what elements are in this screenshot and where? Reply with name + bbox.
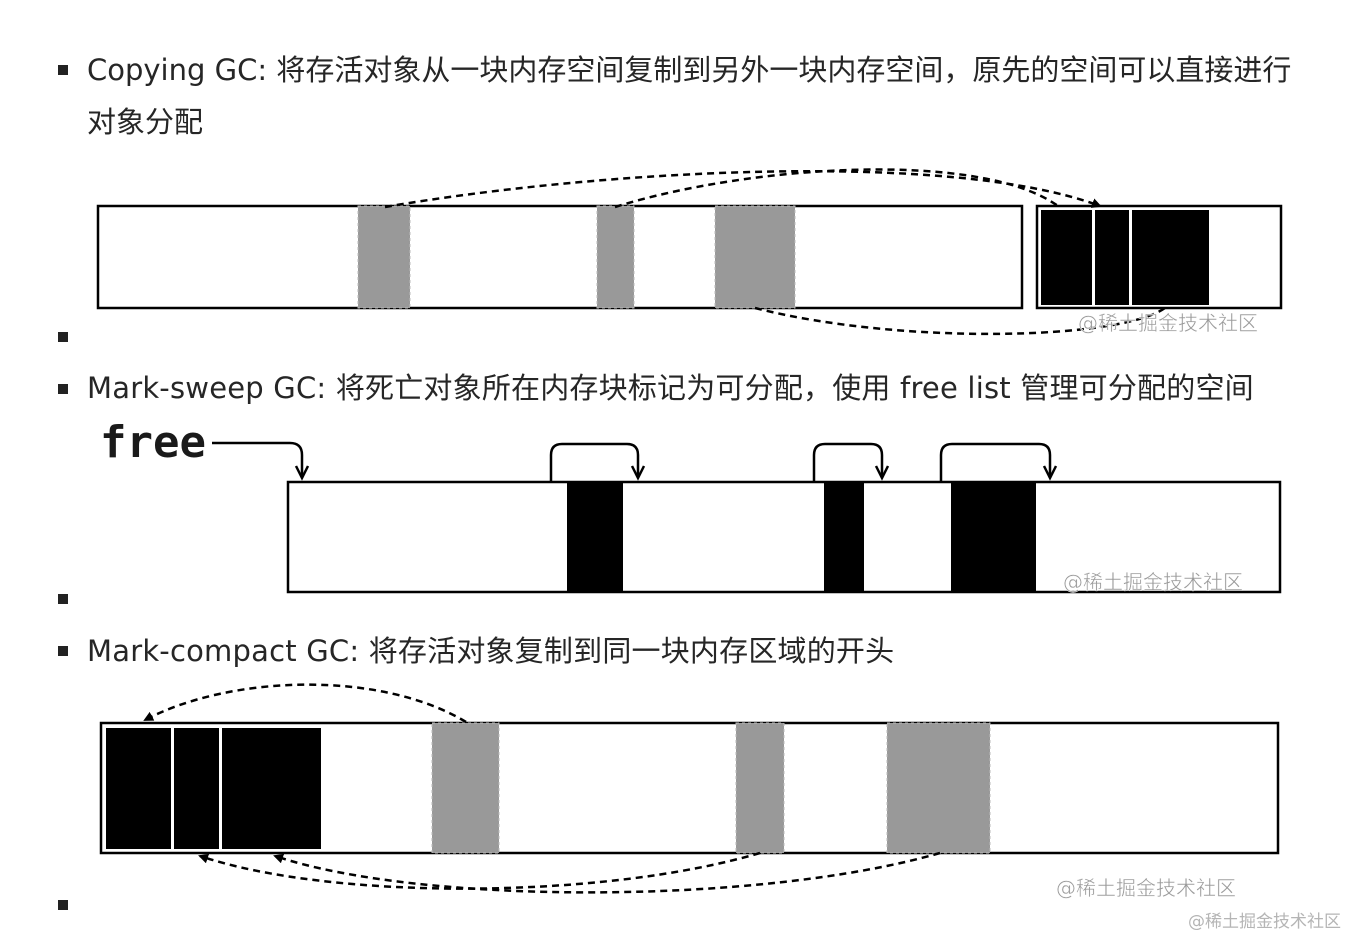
live-object [174,728,219,849]
dead-object [431,722,500,854]
dead-object [886,722,991,854]
diagram-watermark: @稀土掘金技术社区 [1078,311,1258,335]
copy-arrow [384,169,1102,209]
page-watermark: @稀土掘金技术社区 [1188,912,1341,932]
dead-object [714,205,796,309]
mark-sweep-gc-diagram: free @稀土掘金技术社区 [100,417,1282,594]
free-list-link [549,442,640,482]
free-list-link [939,442,1052,482]
from-space [96,204,1024,310]
list-bullet [58,65,68,75]
diagram-watermark: @稀土掘金技术社区 [1056,876,1236,900]
live-object [1041,210,1092,305]
free-list-label: free [100,417,206,468]
compact-arrow [143,683,467,724]
list-bullet [58,900,68,910]
live-object [951,482,1036,592]
diagram-watermark: @稀土掘金技术社区 [1063,570,1243,594]
live-object [1095,210,1129,305]
list-bullet [58,646,68,656]
mark-sweep-gc-description: Mark-sweep GC: 将死亡对象所在内存块标记为可分配，使用 free … [87,371,1254,405]
list-bullet [58,332,68,342]
copy-arrow [614,168,1059,209]
live-object [567,482,623,592]
list-bullet [58,594,68,604]
compact-arrow [273,851,941,894]
free-list-arrow [212,441,304,478]
copy-arrow [754,306,1166,336]
copying-gc-description: Copying GC: 将存活对象从一块内存空间复制到另外一块内存空间，原先的空… [87,53,1292,139]
free-list-link [812,442,884,482]
dead-object [735,722,785,854]
list-bullet [58,384,68,394]
dead-object [596,205,635,309]
live-object [824,482,864,592]
mark-compact-gc-description: Mark-compact GC: 将存活对象复制到同一块内存区域的开头 [87,634,895,668]
heap [286,480,1282,594]
dead-object [357,205,411,309]
mark-compact-gc-diagram: @稀土掘金技术社区 [99,683,1280,900]
live-object [222,728,321,849]
live-object [1132,210,1209,305]
live-object [106,728,171,849]
copying-gc-diagram: @稀土掘金技术社区 [96,168,1283,336]
